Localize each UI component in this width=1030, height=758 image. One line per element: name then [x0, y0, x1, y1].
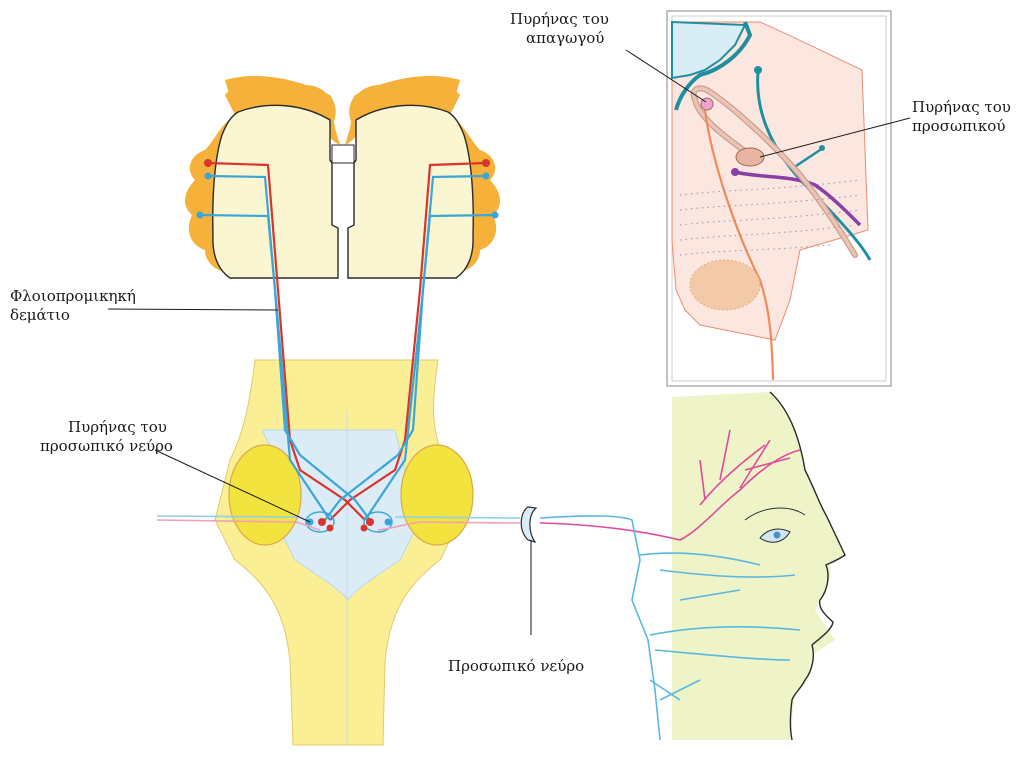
nucleus-cell-red-l2: [327, 525, 334, 532]
brainstem: [215, 360, 473, 745]
commissure-gap: [332, 145, 354, 163]
root-right-blue: [395, 517, 520, 518]
label-abducens-line2: απαγωγού: [510, 29, 609, 48]
inset-facial-nucleus: [736, 148, 764, 166]
root-left-blue: [157, 516, 300, 517]
neuron-red-left: [204, 159, 212, 167]
label-facial-nerve: Προσωπικό νεύρο: [448, 657, 584, 676]
brainstem-inset: [667, 11, 891, 386]
pons-ellipse-right: [401, 445, 473, 545]
nucleus-cell-red-r2: [361, 525, 368, 532]
nucleus-cell-blue-r: [385, 519, 392, 526]
label-facial-nucleus-line1: Πυρήνας του: [40, 418, 173, 437]
neuron-blue-left-1: [205, 173, 212, 180]
inset-teal-dot-2: [819, 145, 825, 151]
label-facial-nucleus-line2: προσωπικό νεύρο: [40, 437, 173, 456]
label-facial-nucleus-inset: Πυρήνας του προσωπικού: [912, 98, 1011, 136]
neuron-blue-right-2: [492, 212, 499, 219]
label-facial-nucleus-inset-line1: Πυρήνας του: [912, 98, 1011, 117]
label-corticobulbar-tract: Φλοιοπρομικηκή δεμάτιο: [10, 287, 136, 325]
label-facial-nerve-text: Προσωπικό νεύρο: [448, 657, 584, 676]
iris: [774, 532, 781, 539]
label-facial-nucleus-inset-line2: προσωπικού: [912, 117, 1011, 136]
white-matter-right: [348, 105, 473, 278]
neuron-blue-left-2: [197, 212, 204, 219]
face-shade: [672, 392, 845, 740]
nerve-trunk-blue: [540, 516, 660, 740]
neuron-blue-right-1: [483, 173, 490, 180]
face-profile: [672, 392, 845, 740]
label-corticobulbar-line1: Φλοιοπρομικηκή: [10, 287, 136, 306]
inset-purple-dot: [731, 168, 739, 176]
nucleus-cell-red-r1: [366, 518, 374, 526]
inset-pyramid: [690, 260, 760, 310]
label-abducens-line1: Πυρήνας του: [510, 10, 609, 29]
label-abducens-nucleus: Πυρήνας του απαγωγού: [510, 10, 609, 48]
neuron-red-right: [482, 159, 490, 167]
stylomastoid-foramen: [521, 507, 536, 542]
label-facial-nerve-nucleus: Πυρήνας του προσωπικό νεύρο: [40, 418, 173, 456]
nucleus-cell-red-l1: [318, 518, 326, 526]
label-corticobulbar-line2: δεμάτιο: [10, 306, 136, 325]
inset-teal-dot: [754, 66, 762, 74]
